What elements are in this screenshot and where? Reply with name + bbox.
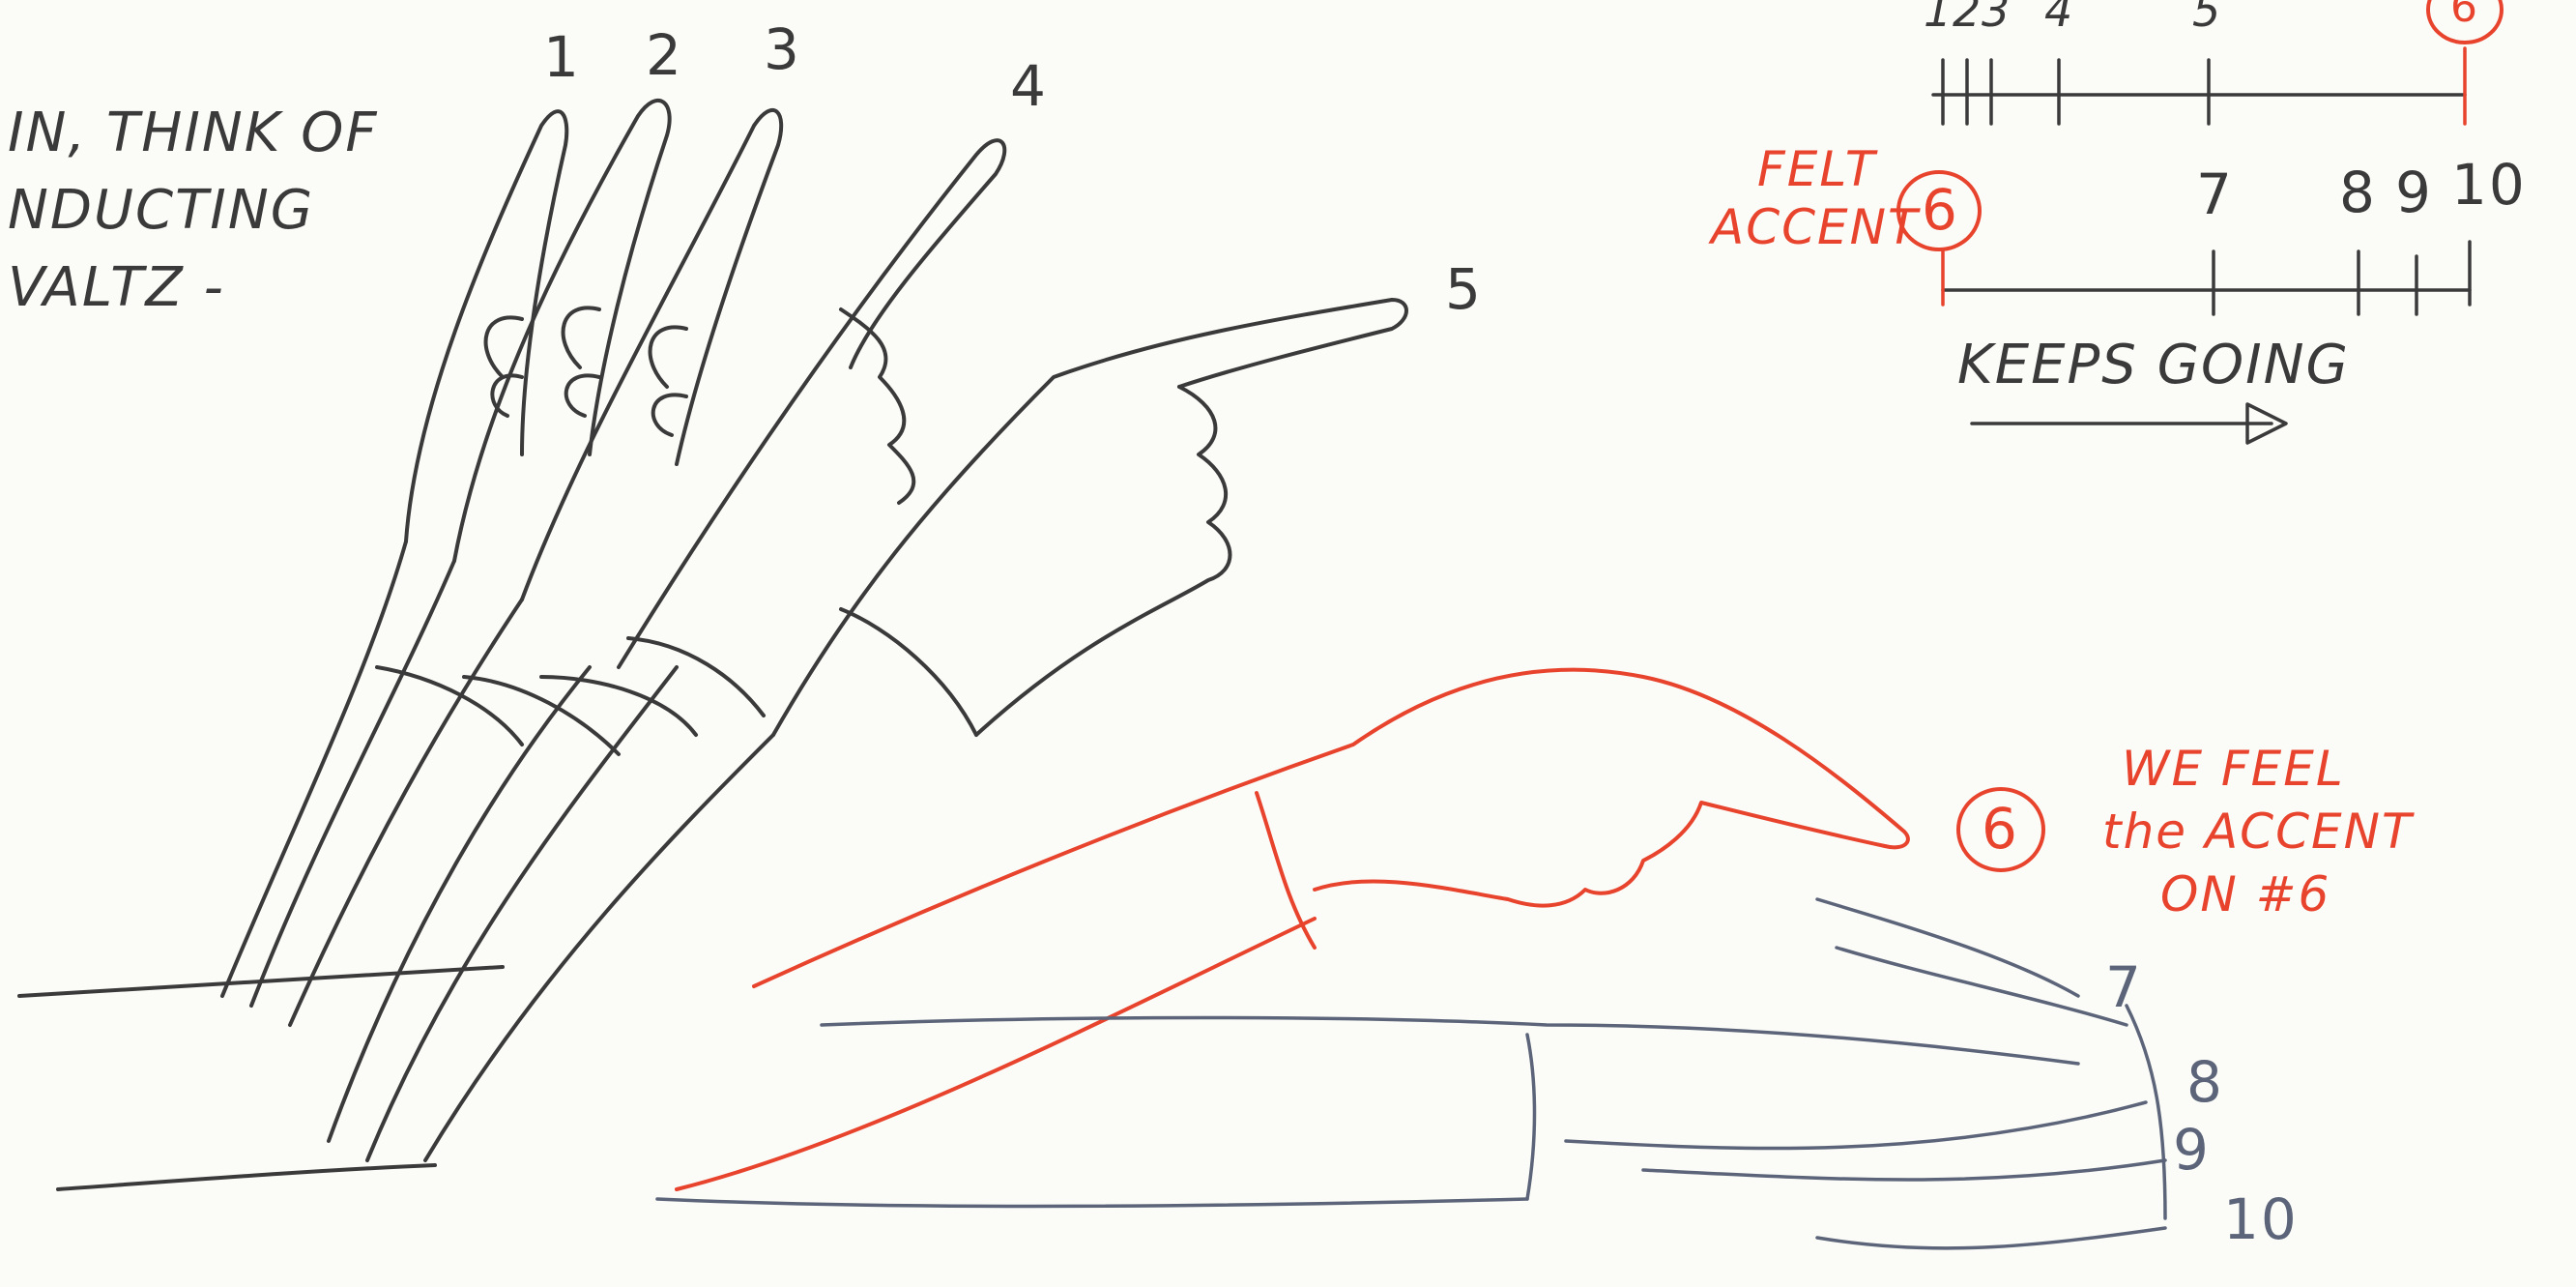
timeline-bottom-label-10: 10 <box>2451 157 2527 213</box>
timeline-top <box>1933 48 2465 124</box>
finger-number-2: 2 <box>646 27 683 83</box>
follow-number-9: 9 <box>2173 1122 2211 1178</box>
timeline-top-label-3: 3 <box>1982 0 2012 33</box>
note-line-2: NDUCTING <box>8 184 314 238</box>
felt-label: FELT <box>1757 145 1876 193</box>
timeline-top-label-4: 4 <box>2044 0 2074 33</box>
timeline-bottom-label-7: 7 <box>2196 166 2234 222</box>
accent-hand-sketch <box>677 670 1908 1189</box>
raised-hands-sketch <box>19 101 1406 1189</box>
finger-number-5: 5 <box>1445 261 1483 317</box>
accent-label: ACCENT <box>1711 203 1920 251</box>
timeline-bottom-label-6: 6 <box>1922 182 1959 238</box>
accent-marker-6: 6 <box>1982 801 2019 857</box>
keeps-going-arrow <box>1972 404 2286 443</box>
timeline-top-label-5: 5 <box>2192 0 2222 33</box>
timeline-bottom-label-8: 8 <box>2339 164 2377 220</box>
we-feel-line-1: WE FEEL <box>2122 745 2345 793</box>
finger-number-1: 1 <box>543 29 581 85</box>
timeline-bottom <box>1943 242 2470 314</box>
finger-number-4: 4 <box>1010 58 1048 114</box>
finger-number-3: 3 <box>764 21 801 77</box>
keeps-going-label: KEEPS GOING <box>1957 338 2350 393</box>
timeline-top-label-2: 2 <box>1953 0 1983 33</box>
timeline-top-label-1: 1 <box>1924 0 1954 33</box>
timeline-bottom-label-9: 9 <box>2395 164 2433 220</box>
follow-through-hand-sketch <box>657 899 2165 1248</box>
accent-circles <box>1898 0 2502 870</box>
we-feel-line-2: the ACCENT <box>2102 807 2414 856</box>
note-line-3: VALTZ - <box>8 261 225 315</box>
follow-number-7: 7 <box>2105 959 2143 1015</box>
timeline-top-label-6: 6 <box>2450 0 2479 29</box>
follow-number-10: 10 <box>2223 1191 2299 1247</box>
note-line-1: IN, THINK OF <box>8 106 379 161</box>
we-feel-line-3: ON #6 <box>2160 870 2330 919</box>
follow-number-8: 8 <box>2186 1054 2224 1110</box>
